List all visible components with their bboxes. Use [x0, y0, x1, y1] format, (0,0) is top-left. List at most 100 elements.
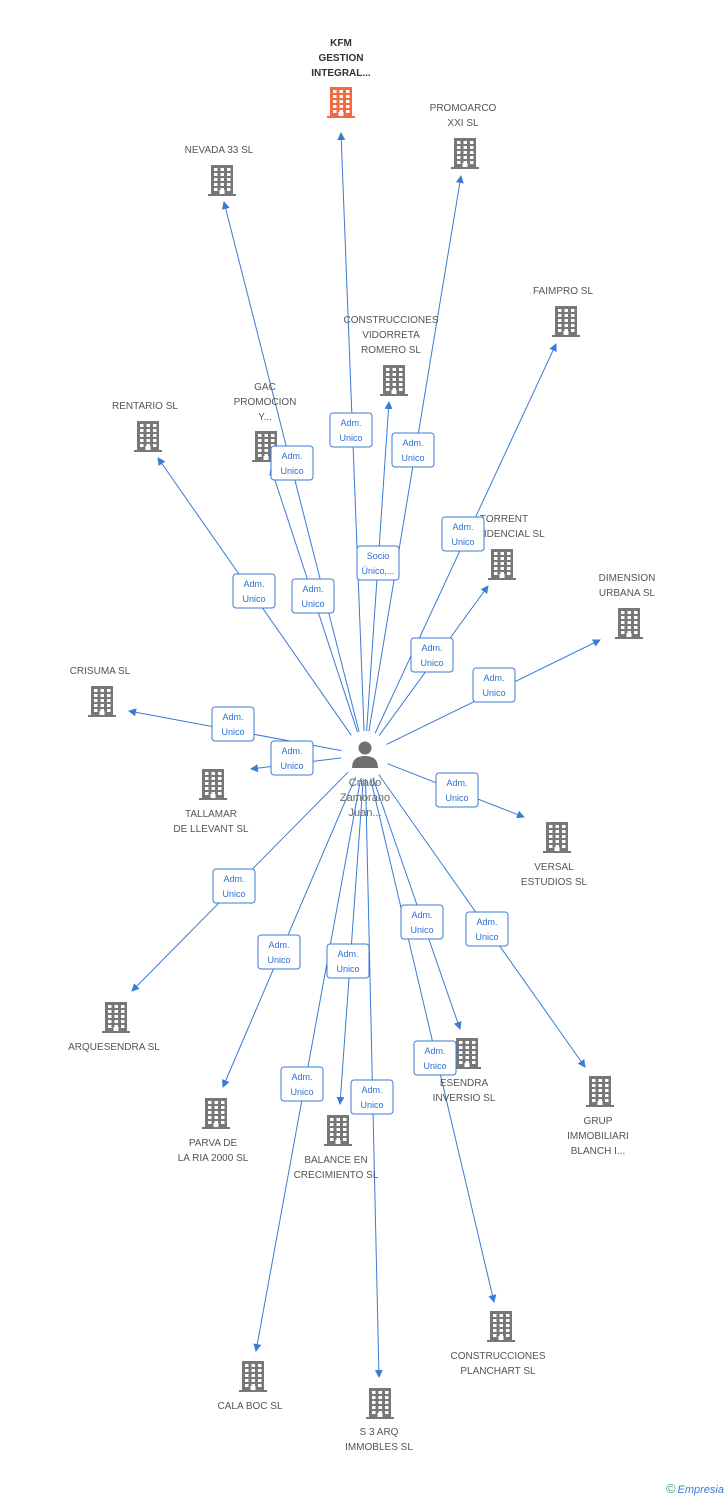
relation-badge[interactable]: Adm.Unico — [410, 637, 454, 673]
relation-text: Adm. — [281, 746, 302, 756]
relation-text: Unico — [242, 594, 265, 604]
relation-badge[interactable]: Adm. Unico — [350, 1079, 394, 1115]
building-icon — [202, 1098, 230, 1129]
relation-text: Unico — [360, 1100, 383, 1110]
relation-text: Unico — [290, 1087, 313, 1097]
building-icon — [199, 769, 227, 800]
edge-calaboc — [253, 778, 362, 1352]
relation-text: Adm. — [361, 1085, 382, 1095]
building-icon — [615, 608, 643, 639]
relation-badge[interactable]: Adm. Unico — [391, 432, 435, 468]
relation-badge[interactable]: Adm.Unico — [270, 740, 314, 776]
building-icon — [543, 822, 571, 853]
building-icon — [453, 1038, 481, 1069]
relation-badge[interactable]: Adm.Unico — [257, 934, 301, 970]
company-node-nevada[interactable]: NEVADA 33 SL — [185, 145, 254, 196]
brand-footer[interactable]: ©Empresia — [666, 1481, 724, 1496]
relation-text: Unico — [221, 727, 244, 737]
edge-planchart — [370, 778, 497, 1303]
relation-badge[interactable]: Adm. Unico — [329, 412, 373, 448]
relation-text: Adm. — [337, 949, 358, 959]
relation-badge[interactable]: Adm.Unico — [413, 1040, 457, 1076]
relation-text: Unico — [410, 925, 433, 935]
company-node-arquesendra[interactable]: ARQUESENDRA SL — [68, 1002, 160, 1053]
relation-text: Adm. — [291, 1072, 312, 1082]
relation-text: Adm. — [446, 778, 467, 788]
relation-text: Unico — [280, 466, 303, 476]
company-label[interactable]: RENTARIO SL — [112, 401, 178, 412]
company-node-calaboc[interactable]: CALA BOC SL — [217, 1361, 283, 1412]
relation-text: Adm. — [483, 673, 504, 683]
relation-badge[interactable]: Adm.Unico — [270, 445, 314, 481]
relation-badge[interactable]: Adm. Unico — [280, 1066, 324, 1102]
person-icon[interactable] — [352, 741, 378, 769]
relation-text: Adm. — [476, 917, 497, 927]
company-label[interactable]: FAIMPRO SL — [533, 286, 593, 297]
company-label[interactable]: CALA BOC SL — [217, 1401, 282, 1412]
relation-badge[interactable]: Adm.Unico — [291, 578, 335, 614]
badges-layer: Adm.UnicoAdm.UnicoAdm.UnicoAdm.UnicoSoci… — [211, 412, 516, 1115]
company-node-crisuma[interactable]: CRISUMA SL — [70, 666, 131, 717]
company-node-rentario[interactable]: RENTARIO SL — [112, 401, 178, 452]
company-label[interactable]: NEVADA 33 SL — [185, 145, 254, 156]
edge-esendra — [372, 777, 462, 1030]
relation-badge[interactable]: Adm.Unico — [326, 943, 370, 979]
company-label[interactable]: CRISUMA SL — [70, 666, 131, 677]
relation-badge[interactable]: Adm. Unico — [472, 667, 516, 703]
relation-text: Unico — [222, 889, 245, 899]
relation-badge[interactable]: Adm.Unico — [435, 772, 479, 808]
relation-text: Socio — [367, 551, 390, 561]
relation-text: Adm. — [222, 712, 243, 722]
relation-text: Adm. — [223, 874, 244, 884]
relation-text: Adm. — [402, 438, 423, 448]
relation-badge[interactable]: Adm.Unico — [232, 573, 276, 609]
relation-text: Adm. — [302, 584, 323, 594]
relation-text: Adm. — [340, 418, 361, 428]
building-icon — [552, 306, 580, 337]
relation-text: Adm. — [424, 1046, 445, 1056]
relation-text: Unico — [339, 433, 362, 443]
relation-badge[interactable]: Adm.Unico — [441, 516, 485, 552]
relation-text: Unico — [401, 453, 424, 463]
relation-text: Unico — [482, 688, 505, 698]
company-label[interactable]: ARQUESENDRA SL — [68, 1042, 160, 1053]
building-icon — [208, 165, 236, 196]
relation-badge[interactable]: Adm.Unico — [400, 904, 444, 940]
company-node-faimpro[interactable]: FAIMPRO SL — [533, 286, 593, 337]
building-icon — [134, 421, 162, 452]
relation-badge[interactable]: Adm. Unico — [212, 868, 256, 904]
relation-badge[interactable]: Adm.Unico — [465, 911, 509, 947]
relation-badge[interactable]: SocioÚnico,... — [356, 545, 400, 581]
relation-badge[interactable]: Adm. Unico — [211, 706, 255, 742]
